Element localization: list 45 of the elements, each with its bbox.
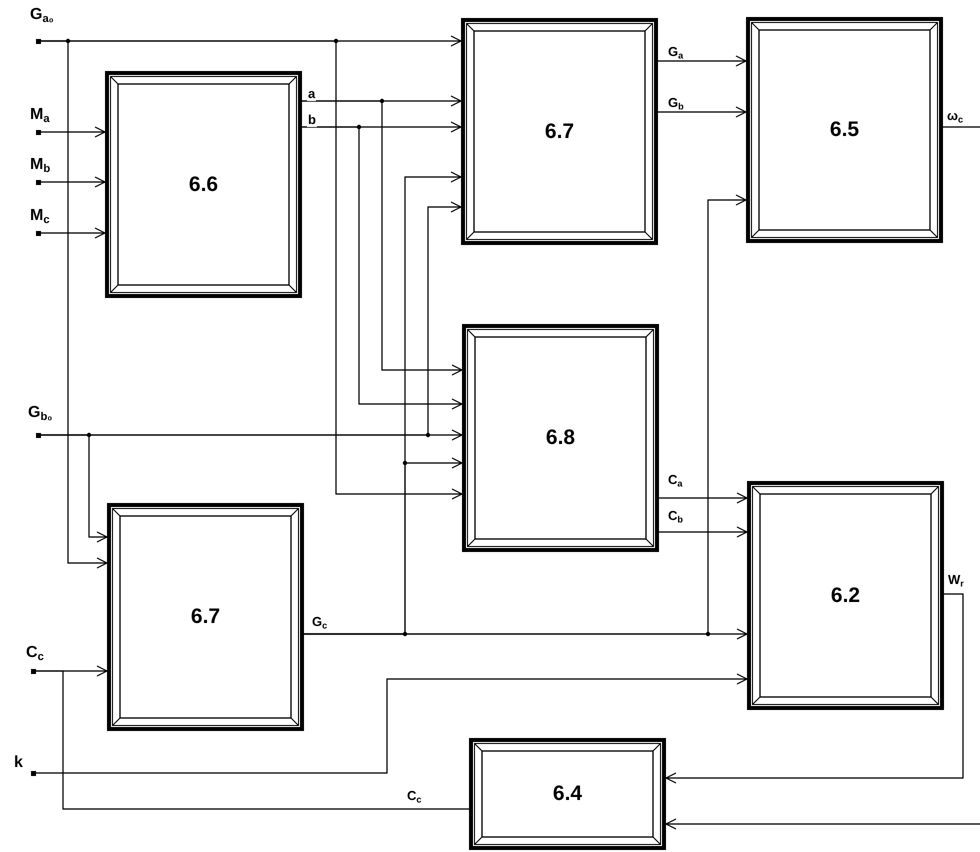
arrow <box>659 526 748 538</box>
edge-label: C$_{a}$ <box>667 472 684 487</box>
signal-label: G$_{a₀}$ <box>30 6 54 24</box>
input-signal <box>14 754 38 778</box>
edge-label: G$_{b}$ <box>667 95 685 110</box>
edge-label: G$_{c}$ <box>311 614 328 629</box>
box-label: 6.7 <box>544 120 574 144</box>
box-label: 6.8 <box>546 426 576 450</box>
signal-label: M$_{c}$ <box>30 207 50 225</box>
process-box <box>746 17 943 243</box>
edge-label: W$_{r}$ <box>947 572 965 587</box>
box-label: 6.5 <box>830 118 860 142</box>
edge-label: C$_{b}$ <box>667 508 684 523</box>
arrow <box>658 55 747 67</box>
arrow <box>665 593 964 784</box>
process-box <box>107 503 304 731</box>
edge-label: G$_{a}$ <box>667 44 684 59</box>
arrow <box>302 126 463 410</box>
signal-label: C$_{c}$ <box>26 644 44 662</box>
arrow <box>38 40 463 500</box>
edge-label: C$_{c}$ <box>406 788 422 803</box>
edge-label: b <box>307 112 317 127</box>
arrow <box>659 492 748 504</box>
box-label: 6.7 <box>190 605 220 629</box>
arrow <box>38 176 106 188</box>
arrow <box>658 106 747 118</box>
arrow <box>38 126 106 138</box>
arrow <box>38 201 462 436</box>
signal-label: M$_{a}$ <box>30 106 50 124</box>
process-box <box>105 71 302 298</box>
arrow <box>302 100 463 376</box>
arrow <box>665 818 980 830</box>
process-box <box>469 738 666 850</box>
signal-label: k <box>14 754 23 772</box>
signal-label: G$_{b₀}$ <box>28 404 52 422</box>
box-label: 6.2 <box>830 584 860 608</box>
arrow <box>33 673 748 774</box>
box-label: 6.4 <box>552 782 582 806</box>
process-box <box>461 18 658 245</box>
arrow <box>304 194 747 635</box>
process-box <box>462 324 659 552</box>
signal-label: M$_{b}$ <box>30 156 50 174</box>
arrow <box>38 227 106 239</box>
box-label: 6.6 <box>188 172 218 196</box>
process-box <box>747 481 944 710</box>
